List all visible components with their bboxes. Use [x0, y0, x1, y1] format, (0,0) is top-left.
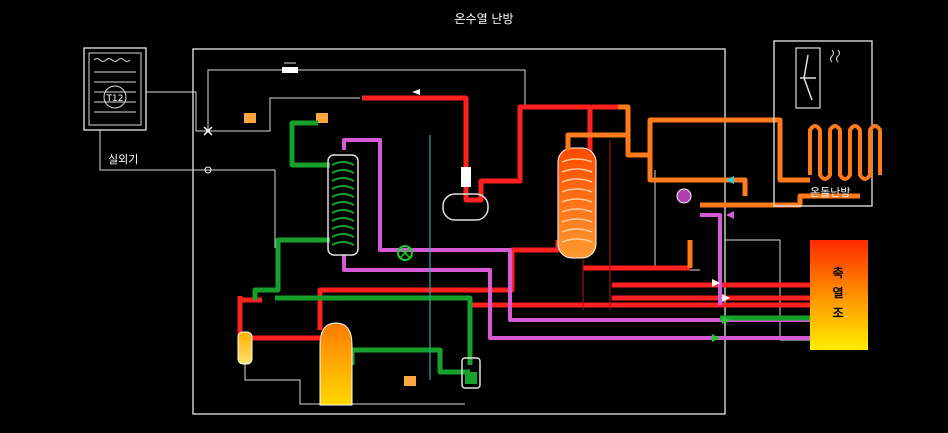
oil-separator-level	[465, 372, 477, 384]
coil-heat-exchanger	[327, 154, 359, 256]
water-heat-exchanger	[557, 147, 597, 259]
accumulator	[237, 331, 253, 365]
hot-gas-line	[362, 95, 469, 168]
suction-line-4	[720, 318, 810, 340]
inlet-arrow-icon-3	[722, 316, 730, 324]
outdoor-unit-tag: T12	[106, 94, 124, 104]
fan-coil-unit	[795, 47, 840, 109]
compressor	[319, 322, 353, 406]
liquid-receiver	[442, 193, 489, 221]
low-pressure-line-4	[349, 347, 470, 375]
outdoor-liquid-line	[146, 91, 360, 132]
expansion-valve-green-icon	[397, 245, 413, 261]
check-valve-icon	[203, 126, 213, 174]
heating-water-loop-3	[647, 117, 810, 183]
outdoor-unit: T12	[83, 47, 147, 131]
inlet-arrow-icon-4	[712, 334, 720, 342]
right-thin-line	[654, 170, 700, 271]
red-drop	[237, 296, 262, 303]
heating-water-loop-2	[618, 104, 631, 135]
circulation-pump-icon	[676, 188, 692, 204]
bottom-thin-line	[244, 340, 465, 405]
sight-glass-icon	[461, 167, 471, 187]
low-pressure-line	[289, 120, 330, 168]
storage-tank-char-1: 축	[832, 265, 843, 280]
low-pressure-line-2	[252, 237, 330, 300]
expansion-valve-icon	[282, 62, 298, 73]
floor-heating-coil	[808, 124, 882, 181]
storage-tank-char-3: 조	[832, 306, 843, 320]
flow-arrow-icon	[412, 89, 420, 95]
oil-separator	[461, 357, 481, 389]
low-pressure-line-3	[275, 295, 473, 365]
filter-drier-icon	[244, 113, 416, 386]
inlet-arrow-icon-6	[726, 211, 734, 219]
liquid-return-line	[237, 300, 320, 341]
suction-line-2	[342, 255, 810, 340]
main-unit-frame	[192, 48, 726, 415]
hot-gas-line-2	[463, 104, 593, 203]
floor-heating-label: 온돌난방	[810, 186, 850, 199]
inlet-arrow-icon-5	[726, 176, 734, 184]
suction-line-3	[700, 213, 722, 305]
outdoor-gas-line	[99, 130, 276, 248]
outdoor-unit-label: 실외기	[108, 153, 138, 166]
right-thin-line-2	[725, 239, 810, 341]
suction-line	[342, 138, 720, 322]
diagram-title: 온수열 난방	[454, 12, 513, 26]
storage-tank: 축 열 조	[810, 240, 868, 350]
heating-water-return	[700, 193, 860, 208]
storage-tank-char-2: 열	[832, 285, 843, 300]
outdoor-upper-line	[207, 69, 526, 131]
inlet-arrow-icon	[712, 279, 720, 287]
floor-heating-frame	[773, 40, 873, 207]
inlet-arrow-icon-2	[722, 294, 730, 302]
